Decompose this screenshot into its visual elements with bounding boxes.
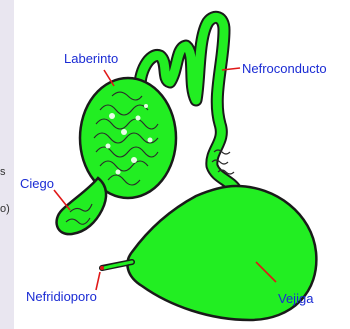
- ciego-sac: [57, 178, 107, 234]
- label-ciego: Ciego: [20, 177, 54, 190]
- label-laberinto: Laberinto: [64, 52, 118, 65]
- leader-ciego: [54, 190, 70, 210]
- label-nefroconducto: Nefroconducto: [242, 62, 327, 75]
- nefridioporo-marker: [100, 266, 104, 270]
- label-vejiga: Vejiga: [278, 292, 313, 305]
- leader-nefridioporo: [96, 272, 100, 290]
- label-nefridioporo: Nefridioporo: [26, 290, 97, 303]
